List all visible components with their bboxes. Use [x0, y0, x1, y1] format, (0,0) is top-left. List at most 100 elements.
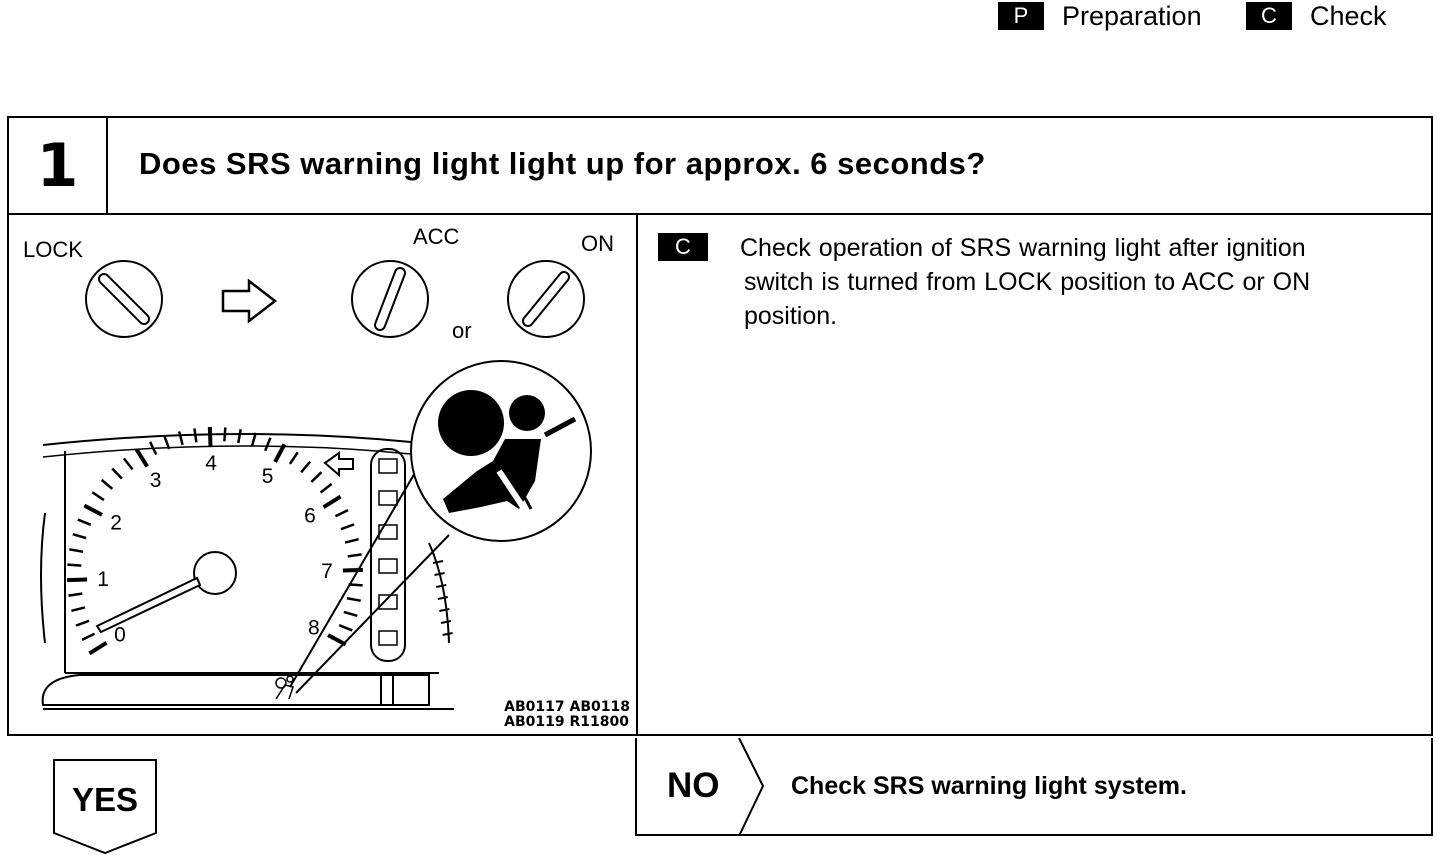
tachometer-tick — [334, 508, 349, 518]
tachometer-number: 5 — [262, 465, 274, 488]
step-number: 1 — [36, 130, 79, 201]
tachometer-tick — [250, 432, 257, 447]
tachometer-tick — [347, 553, 362, 558]
no-action-text: Check SRS warning light system. — [791, 772, 1187, 800]
figure-ref-line-1: AB0117 AB0118 — [504, 699, 630, 715]
gauge-tick — [442, 632, 453, 636]
tachometer-tick — [237, 429, 242, 444]
instruction-line-1: Check operation of SRS warning light aft… — [740, 234, 1306, 262]
no-label: NO — [667, 766, 720, 805]
tachometer-tick — [134, 448, 149, 468]
legend-preparation: P Preparation — [998, 0, 1202, 32]
right-arrow-icon — [221, 278, 278, 324]
figure-reference-codes: AB0117 AB0118 AB0119 R11800 — [504, 700, 630, 730]
tachometer-tick — [343, 610, 358, 617]
tachometer-numbers: 0 1 2 3 4 5 6 7 8 — [97, 452, 333, 646]
on-key-icon — [507, 260, 585, 338]
tachometer-tick — [72, 533, 87, 540]
step-box: 1 Does SRS warning light light up for ap… — [7, 116, 1433, 736]
instrument-cluster-drawing: 0 1 2 3 4 5 6 7 8 — [40, 427, 454, 710]
tachometer-tick — [340, 523, 355, 531]
preparation-key: P — [998, 2, 1044, 30]
tachometer-tick — [69, 548, 84, 553]
tachometer-tick — [264, 437, 272, 452]
tachometer-number: 7 — [321, 560, 333, 583]
airbag-occupant-icon — [438, 390, 577, 513]
gauge-tick — [439, 608, 450, 612]
tachometer-tick — [88, 641, 108, 656]
yes-label: YES — [71, 781, 139, 818]
tachometer-tick — [111, 467, 123, 480]
check-label: Check — [1310, 0, 1387, 31]
tachometer-number: 6 — [304, 505, 316, 528]
tachometer-tick — [338, 624, 353, 632]
illustration-panel: LOCK ACC ON or — [9, 213, 638, 734]
tachometer-tick — [327, 633, 347, 647]
tachometer-tick — [77, 518, 92, 526]
srs-warning-lamp-icon — [275, 675, 294, 700]
tachometer-tick — [319, 482, 333, 494]
tachometer-tick — [91, 491, 105, 502]
tachometer-tick — [273, 443, 287, 463]
tachometer-scale — [67, 427, 363, 656]
tachometer-number: 2 — [110, 511, 122, 534]
srs-lamp-callout — [289, 360, 592, 694]
tachometer-tick — [346, 597, 361, 602]
instruction-panel: C Check operation of SRS warning light a… — [638, 213, 1431, 734]
instruction-line-2: switch is turned from LOCK position to A… — [744, 268, 1311, 296]
step-question: Does SRS warning light light up for appr… — [139, 146, 986, 181]
tachometer-tick — [83, 503, 103, 517]
tachometer-number: 3 — [150, 469, 162, 492]
lock-key-icon — [85, 260, 163, 338]
yes-shield-icon — [53, 759, 157, 855]
tachometer-tick — [207, 427, 213, 448]
tachometer-needle — [95, 576, 202, 634]
acc-label: ACC — [413, 224, 460, 249]
tachometer-tick — [75, 619, 90, 627]
tachometer-tick — [67, 577, 88, 583]
tachometer-number: 8 — [308, 617, 320, 640]
chevron-right-icon — [738, 738, 765, 836]
tachometer-tick — [71, 606, 86, 613]
tachometer-tick — [177, 431, 184, 446]
tachometer-tick — [322, 494, 342, 509]
tachometer-tick — [100, 478, 114, 490]
acc-key-icon — [351, 260, 429, 338]
tachometer-tick — [122, 457, 134, 471]
gauge-tick — [440, 620, 452, 624]
gauge-tick — [436, 584, 447, 588]
tachometer-tick — [67, 563, 82, 567]
gauge-tick — [432, 560, 444, 564]
step-header: 1 Does SRS warning light light up for ap… — [9, 118, 1431, 215]
tachometer-tick — [342, 567, 363, 573]
or-label: or — [452, 318, 472, 343]
on-label: ON — [581, 231, 614, 256]
gauge-tick — [434, 572, 445, 576]
lock-label: LOCK — [23, 237, 83, 262]
step-number-cell: 1 — [9, 118, 108, 213]
tachometer-tick — [348, 583, 363, 587]
ignition-and-meter-illustration: LOCK ACC ON or — [23, 224, 614, 710]
tachometer-tick — [344, 537, 359, 544]
instruction-line-3: position. — [744, 302, 838, 330]
check-instruction: Check operation of SRS warning light aft… — [740, 231, 1440, 333]
check-step-key: C — [658, 233, 708, 261]
tachometer-tick — [223, 427, 227, 442]
no-branch: NO Check SRS warning light system. — [635, 738, 1433, 836]
check-key: C — [1246, 2, 1292, 30]
tachometer-tick — [163, 435, 171, 450]
tachometer-number: 1 — [97, 568, 109, 591]
tachometer-tick — [300, 460, 312, 474]
tachometer-number: 0 — [114, 623, 126, 646]
legend-check: C Check — [1246, 0, 1387, 32]
tachometer-tick — [310, 471, 323, 483]
tachometer-tick — [81, 632, 96, 642]
yes-branch: YES — [53, 759, 159, 860]
figure-ref-line-2: AB0119 R11800 — [504, 714, 630, 730]
tachometer-tick — [148, 441, 158, 456]
tachometer-tick — [68, 592, 83, 597]
tachometer-tick — [288, 451, 299, 465]
gauge-tick — [437, 596, 448, 600]
tachometer-number: 4 — [205, 452, 217, 475]
preparation-label: Preparation — [1062, 0, 1202, 31]
